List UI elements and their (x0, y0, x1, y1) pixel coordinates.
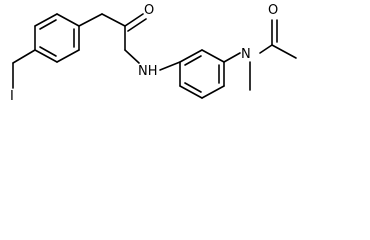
amide-nh-bonds (124, 49, 181, 71)
acetyl-oxygen-label: O (268, 3, 278, 18)
n-acetyl-bonds (259, 19, 297, 59)
aryl-nitrogen-bond (223, 52, 241, 63)
tertiary-nitrogen-label: N (241, 47, 251, 62)
phenylene-ring (179, 49, 225, 99)
iodophenyl-ring (34, 13, 80, 63)
iodine-label: I (10, 89, 14, 104)
carbon-iodine-bond (12, 49, 36, 89)
amide-carbonyl-bonds (78, 13, 147, 51)
molecule-structure: I O NH O N (10, 3, 297, 104)
amide-nh-label: NH (138, 64, 158, 79)
amide-oxygen-label: O (144, 3, 154, 18)
